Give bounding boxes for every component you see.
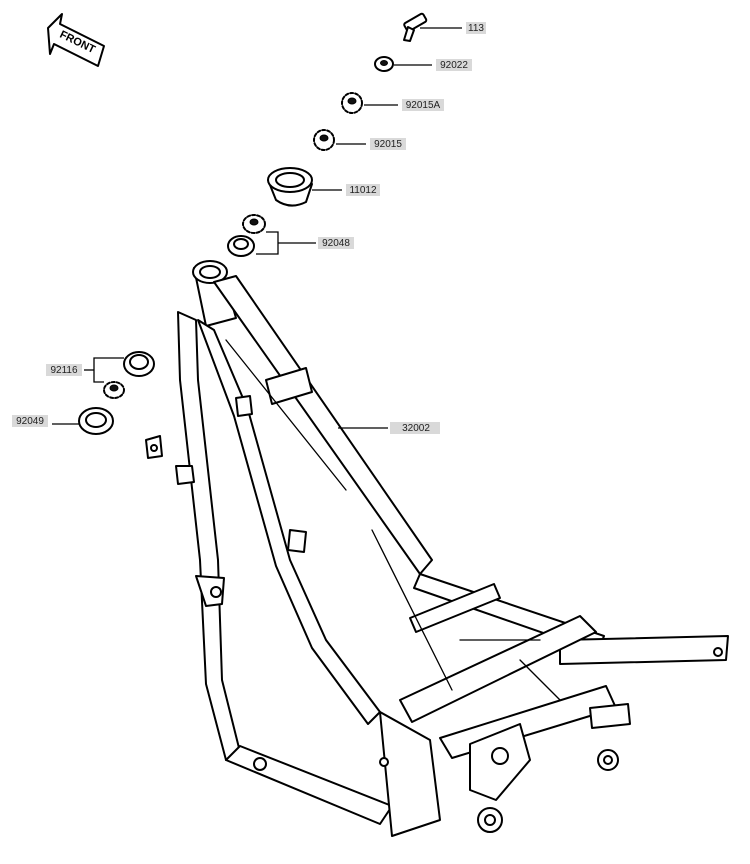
label-box-92015A [402,99,444,111]
label-box-92015 [370,138,406,150]
label-92022: 92022 [440,60,468,71]
front-arrow-shape [47,13,105,67]
label-box-92048 [318,237,354,249]
label-92049: 92049 [16,416,44,427]
nut-92015A [341,92,398,114]
bearings-92048 [227,214,316,257]
label-92048: 92048 [322,238,350,249]
label-92116: 92116 [50,365,78,376]
label-113: 113 [468,23,484,34]
cap-11012 [267,167,342,207]
bolt-113 [403,12,462,42]
front-arrow: FRONT [47,13,105,67]
label-92015A: 92015A [406,100,441,111]
label-32002: 32002 [402,423,430,434]
washer-92022 [374,56,432,72]
frame-32002 [145,260,729,837]
label-box-92116 [46,364,82,376]
label-box-11012 [346,184,380,196]
label-box-92049 [12,415,48,427]
seal-92049 [52,407,114,435]
label-11012: 11012 [349,185,377,196]
nut-92015 [313,129,366,151]
label-box-113 [466,22,486,34]
label-box-92022 [436,59,472,71]
label-box-32002 [390,422,440,434]
bearings-92116 [84,351,155,399]
label-92015: 92015 [374,139,402,150]
